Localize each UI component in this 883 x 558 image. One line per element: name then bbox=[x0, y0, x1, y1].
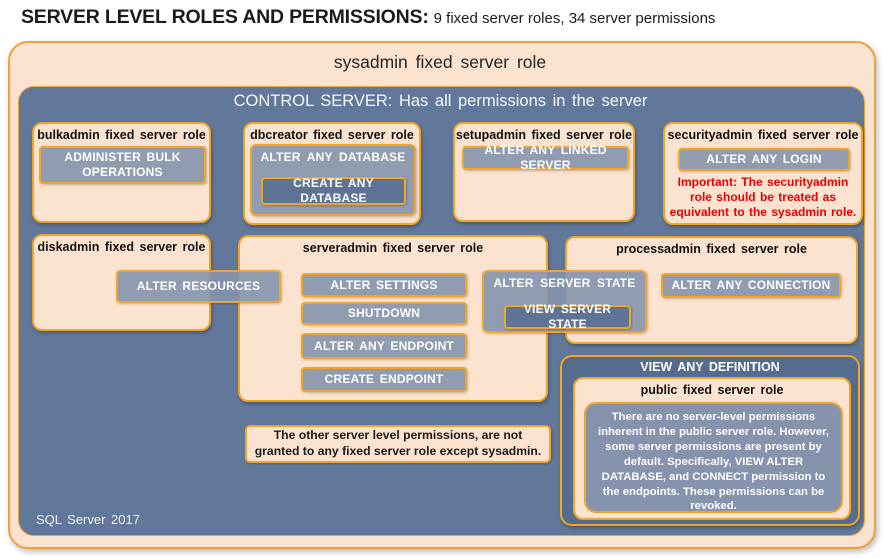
bulkadmin-role-title: bulkadmin fixed server role bbox=[37, 128, 206, 142]
permission-alter-any-login: ALTER ANY LOGIN bbox=[678, 148, 850, 171]
page-title-main: SERVER LEVEL ROLES AND PERMISSIONS: bbox=[21, 6, 429, 28]
page-title-subtitle: 9 fixed server roles, 34 server permissi… bbox=[433, 10, 716, 27]
securityadmin-warning-note: Important: The securityadmin role should… bbox=[669, 175, 857, 219]
public-role-title: public fixed server role bbox=[640, 383, 784, 397]
view-any-definition-box: VIEW ANY DEFINITION public fixed server … bbox=[560, 355, 860, 526]
page-title: SERVER LEVEL ROLES AND PERMISSIONS:9 fix… bbox=[21, 6, 715, 29]
control-server-label: CONTROL SERVER: Has all permissions in t… bbox=[233, 92, 648, 110]
permission-alter-any-linked-server: ALTER ANY LINKED SERVER bbox=[462, 143, 629, 172]
permission-alter-any-connection: ALTER ANY CONNECTION bbox=[661, 273, 841, 298]
securityadmin-role-box: securityadmin fixed server role ALTER AN… bbox=[663, 122, 863, 225]
public-role-box: public fixed server role There are no se… bbox=[573, 377, 851, 520]
permission-view-server-state: VIEW SERVER STATE bbox=[504, 302, 631, 331]
serveradmin-role-title: serveradmin fixed server role bbox=[302, 241, 484, 255]
setupadmin-role-title: setupadmin fixed server role bbox=[455, 128, 633, 142]
diskadmin-role-title: diskadmin fixed server role bbox=[37, 240, 206, 254]
permission-alter-server-state: ALTER SERVER STATE bbox=[493, 276, 636, 290]
permission-alter-any-database: ALTER ANY DATABASE bbox=[260, 150, 406, 164]
processadmin-role-title: processadmin fixed server role bbox=[616, 242, 807, 256]
permission-create-any-database: CREATE ANY DATABASE bbox=[261, 176, 406, 205]
sql-server-version-label: SQL Server 2017 bbox=[36, 512, 140, 527]
permission-alter-any-endpoint: ALTER ANY ENDPOINT bbox=[301, 333, 467, 359]
securityadmin-role-title: securityadmin fixed server role bbox=[667, 128, 859, 142]
dbcreator-role-title: dbcreator fixed server role bbox=[250, 128, 414, 142]
permission-administer-bulk-operations: ADMINISTER BULK OPERATIONS bbox=[39, 146, 206, 184]
permission-shutdown: SHUTDOWN bbox=[301, 302, 467, 325]
public-role-description: There are no server-level permissions in… bbox=[584, 402, 843, 513]
permission-alter-settings: ALTER SETTINGS bbox=[301, 273, 467, 297]
bulkadmin-role-box: bulkadmin fixed server role ADMINISTER B… bbox=[32, 122, 211, 223]
dbcreator-role-box: dbcreator fixed server role ALTER ANY DA… bbox=[243, 122, 421, 225]
permission-alter-resources: ALTER RESOURCES bbox=[116, 270, 281, 303]
permission-alter-any-database-group: ALTER ANY DATABASE CREATE ANY DATABASE bbox=[250, 144, 416, 216]
permission-create-endpoint: CREATE ENDPOINT bbox=[301, 367, 467, 392]
permission-view-any-definition: VIEW ANY DEFINITION bbox=[640, 360, 780, 374]
serveradmin-role-box: serveradmin fixed server role ALTER SETT… bbox=[238, 235, 548, 402]
sysadmin-role-label: sysadmin fixed server role bbox=[333, 52, 547, 72]
setupadmin-role-box: setupadmin fixed server role ALTER ANY L… bbox=[453, 122, 635, 222]
permission-alter-server-state-group: ALTER SERVER STATE VIEW SERVER STATE bbox=[482, 270, 647, 333]
footnote-box: The other server level permissions, are … bbox=[245, 425, 551, 463]
